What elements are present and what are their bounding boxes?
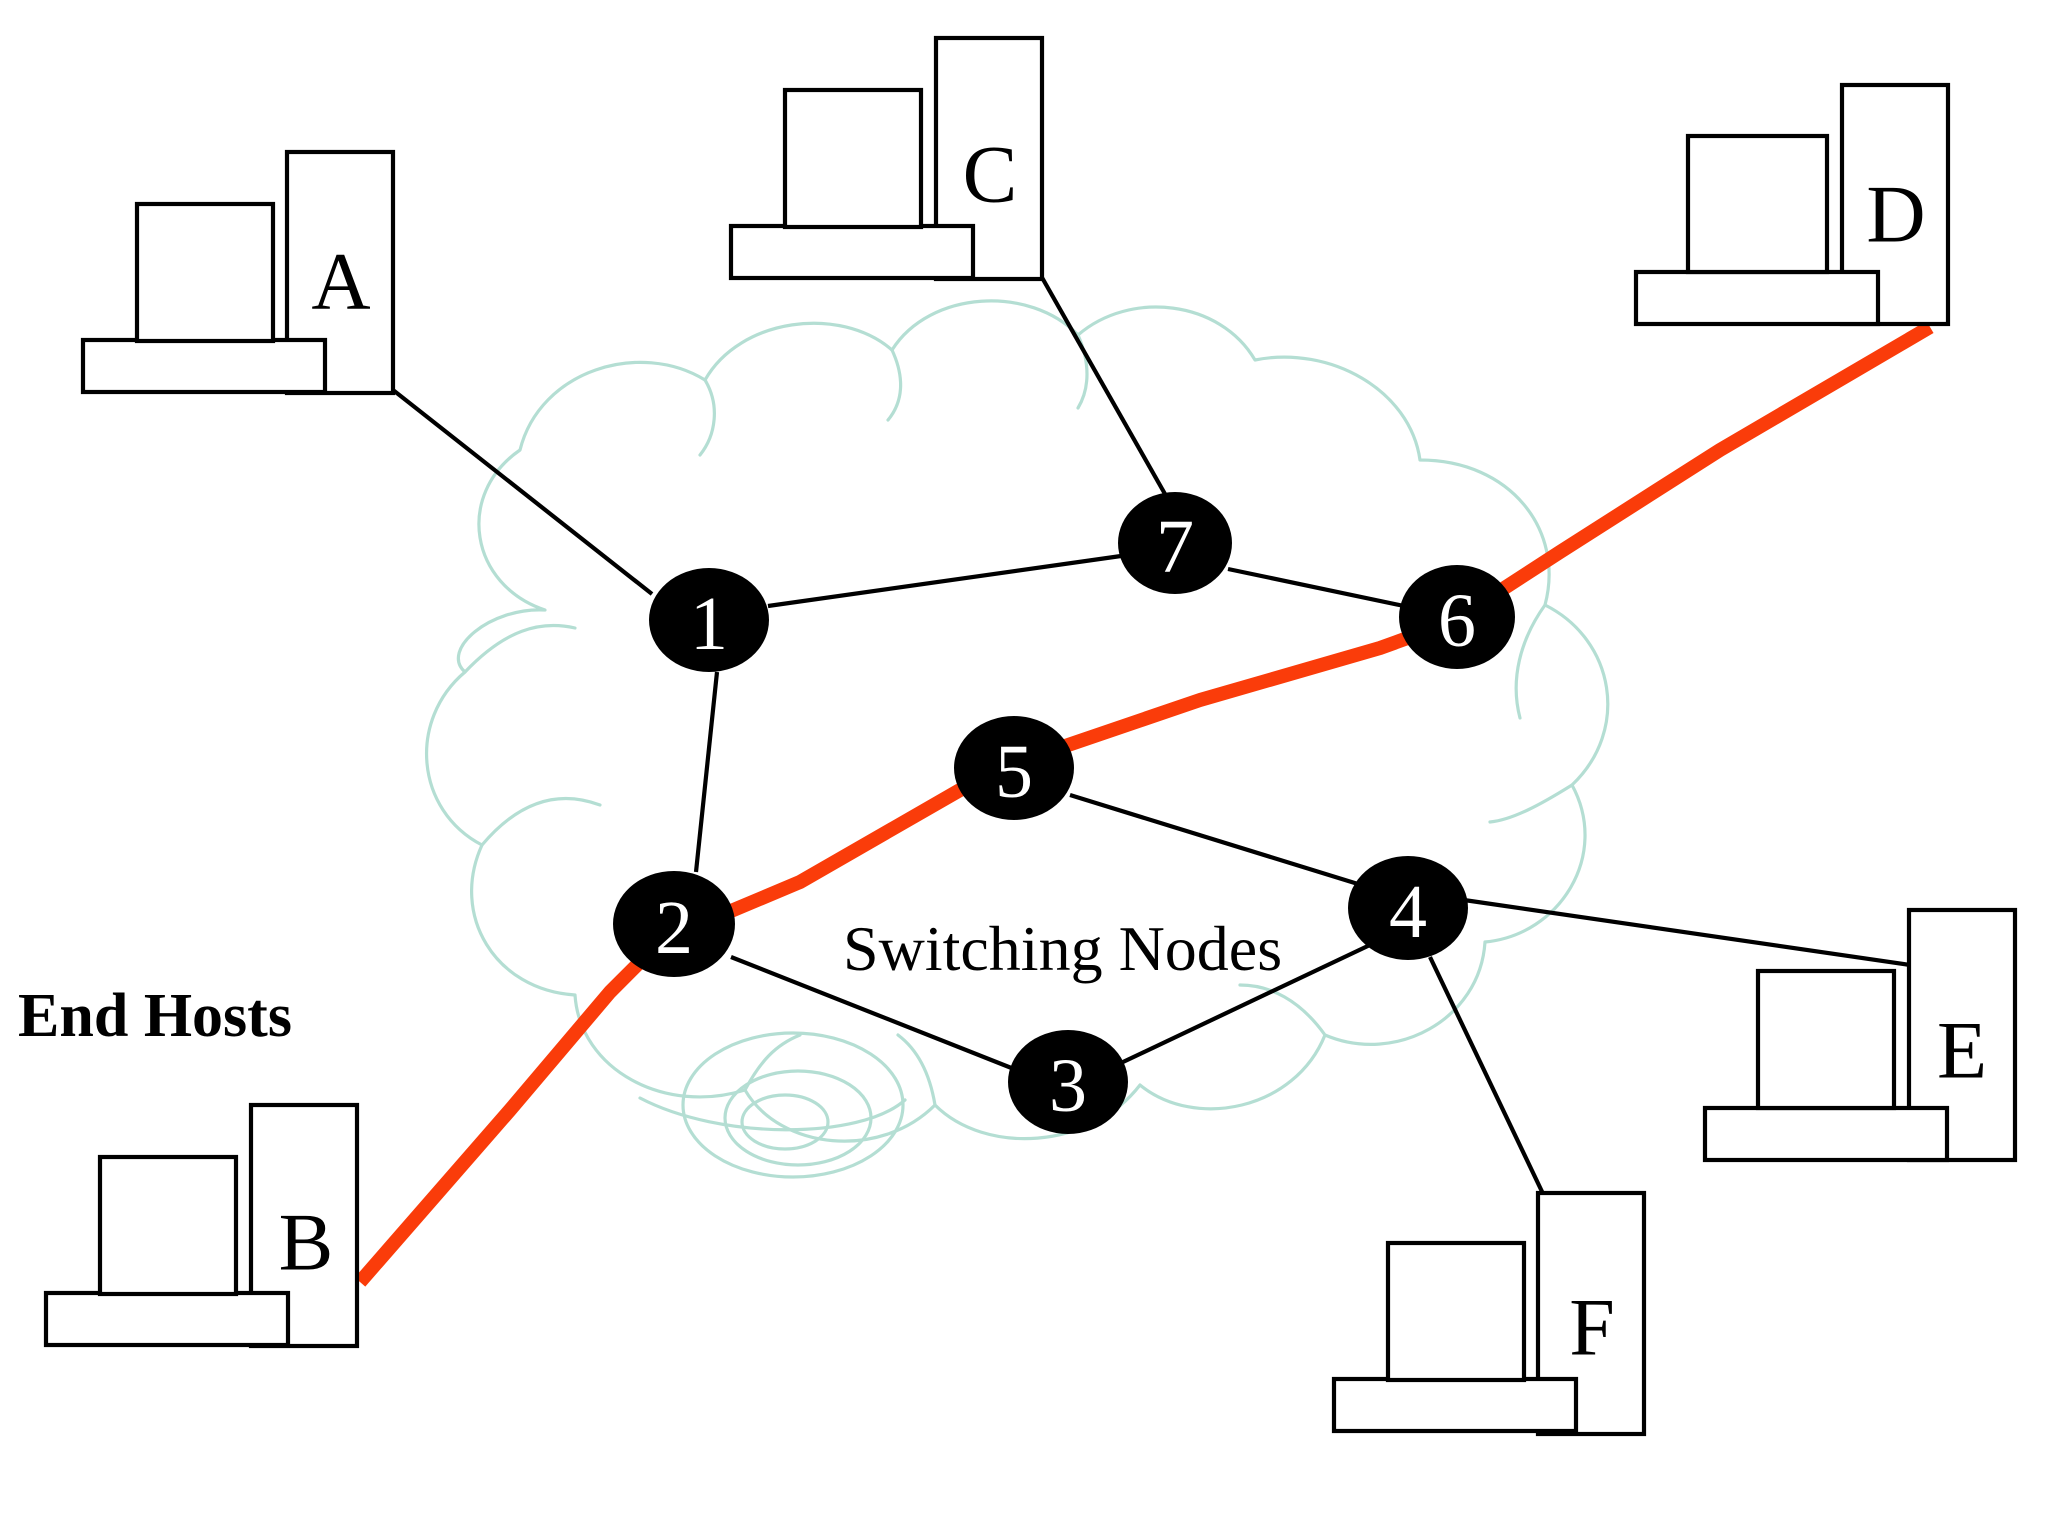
switching-node-5[interactable]: 5	[954, 716, 1074, 820]
switching-node-1[interactable]: 1	[649, 568, 769, 672]
cloud-inner-arc-top	[698, 378, 716, 457]
link-1-7	[767, 553, 1122, 609]
cloud-tail-outer-ellipse	[681, 1031, 905, 1179]
link-a-1	[391, 388, 654, 596]
cloud-inner-arc-left	[480, 796, 602, 847]
end-host-c[interactable]: C	[728, 35, 1045, 282]
node-2-label: 2	[655, 886, 693, 970]
host-d-base-icon	[1633, 269, 1881, 327]
switching-node-3[interactable]: 3	[1008, 1030, 1128, 1134]
host-f-label: F	[1569, 1282, 1615, 1373]
cloud-inner-arc-bottom	[896, 1033, 937, 1107]
node-3-ellipse	[1008, 1030, 1128, 1134]
switching-node-7[interactable]: 7	[1118, 492, 1232, 594]
cloud-tail-sweep	[638, 1096, 907, 1132]
host-f-base-icon	[1331, 1376, 1579, 1434]
end-host-a[interactable]: A	[80, 149, 396, 396]
node-4-label: 4	[1389, 870, 1427, 954]
node-1-ellipse	[649, 568, 769, 672]
link-7-6	[1227, 566, 1405, 609]
node-2-ellipse	[613, 871, 735, 977]
host-c-base-icon	[728, 223, 976, 281]
host-b-base-icon	[43, 1290, 291, 1348]
host-a-label: A	[311, 236, 370, 327]
host-b-monitor-icon	[97, 1154, 239, 1297]
end-host-b[interactable]: B	[43, 1102, 360, 1349]
host-d-monitor-icon	[1685, 133, 1830, 275]
host-e-label: E	[1937, 1005, 1987, 1096]
node-5-ellipse	[954, 716, 1074, 820]
link-c-7	[1038, 272, 1167, 496]
node-4-ellipse	[1348, 856, 1468, 960]
cloud-inner-arc-upper-left	[463, 623, 577, 674]
switching-nodes-caption: Switching Nodes	[843, 913, 1282, 984]
cloud-lobe-path	[425, 299, 1610, 1143]
network-links	[391, 272, 1918, 1201]
switching-node-4[interactable]: 4	[1348, 856, 1468, 960]
cloud-tail-inner-ellipse	[740, 1093, 830, 1151]
host-c-label: C	[963, 129, 1018, 220]
cloud-inner-arc-top2	[886, 348, 903, 422]
end-host-f[interactable]: F	[1331, 1190, 1647, 1437]
switching-node-6[interactable]: 6	[1399, 565, 1515, 669]
link-4-f	[1428, 956, 1548, 1201]
cloud-inner-arc-bottom-right	[1238, 983, 1327, 1037]
switching-node-2[interactable]: 2	[613, 871, 735, 977]
end-hosts-caption: End Hosts	[18, 982, 292, 1050]
cloud-inner-arc-right2	[1488, 783, 1574, 824]
host-d-label: D	[1866, 169, 1925, 260]
host-a-base-icon	[80, 337, 328, 395]
host-e-monitor-icon	[1755, 968, 1897, 1111]
host-a-monitor-icon	[134, 201, 276, 344]
link-3-4	[1122, 942, 1373, 1064]
node-7-label: 7	[1156, 505, 1194, 589]
node-5-label: 5	[995, 730, 1033, 814]
host-f-monitor-icon	[1385, 1240, 1527, 1383]
end-host-d[interactable]: D	[1633, 82, 1951, 327]
cloud-inner-arc-right	[1514, 603, 1547, 720]
node-6-label: 6	[1438, 579, 1476, 663]
node-3-label: 3	[1049, 1044, 1087, 1128]
end-host-e[interactable]: E	[1702, 907, 2018, 1163]
link-1-2	[693, 671, 720, 873]
host-c-monitor-icon	[782, 87, 924, 230]
link-4-e	[1463, 897, 1918, 969]
node-6-ellipse	[1399, 565, 1515, 669]
link-2-3	[730, 955, 1015, 1071]
host-b-label: B	[279, 1197, 334, 1288]
host-c-tower-icon	[933, 35, 1045, 282]
node-7-ellipse	[1118, 492, 1232, 594]
end-hosts-group: A B C D	[43, 35, 2018, 1437]
host-e-base-icon	[1702, 1105, 1950, 1163]
cloud-tail-middle-ellipse	[723, 1069, 873, 1167]
link-5-4	[1069, 792, 1359, 887]
switching-nodes-group: 1 2 3 4 5 6 7	[613, 492, 1515, 1134]
node-1-label: 1	[690, 582, 728, 666]
